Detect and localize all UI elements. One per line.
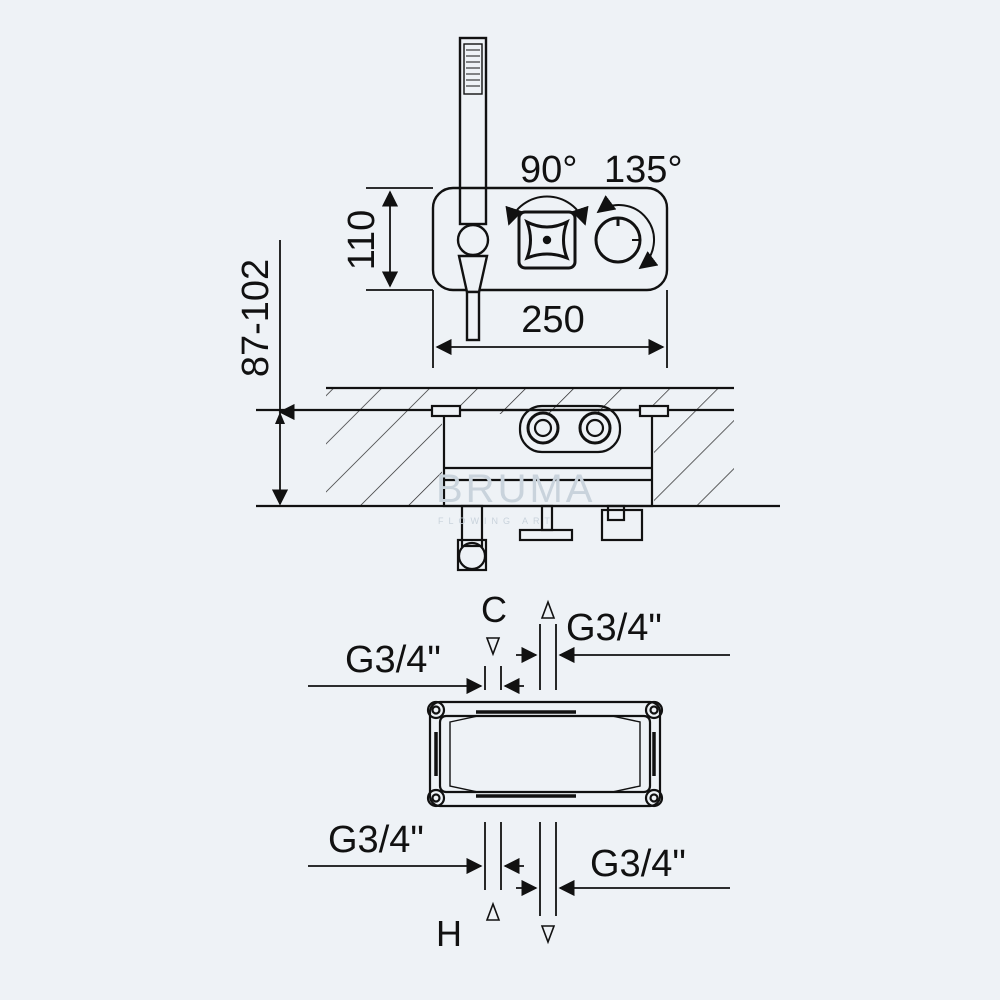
rotation-arc-135 bbox=[596, 195, 659, 270]
dimension-250 bbox=[432, 290, 668, 368]
angle-label-90: 90° bbox=[520, 149, 577, 191]
connection-label-bottom-left: G3/4" bbox=[328, 819, 424, 861]
mounting-frame bbox=[428, 700, 662, 808]
dimension-label-110: 110 bbox=[341, 210, 383, 271]
round-knob bbox=[594, 216, 642, 264]
dimension-110 bbox=[366, 187, 433, 291]
connection-label-top-left: G3/4" bbox=[345, 639, 441, 681]
top-connections bbox=[308, 599, 730, 695]
section-view: BRUMA FLOWING ART bbox=[256, 386, 780, 572]
front-view bbox=[431, 36, 669, 342]
cross-handle bbox=[517, 210, 577, 270]
watermark-brand: BRUMA bbox=[436, 467, 595, 511]
watermark-tagline: FLOWING ART bbox=[438, 516, 555, 526]
plan-view bbox=[426, 700, 664, 808]
rotation-arc-90 bbox=[505, 195, 589, 226]
dimension-87-102 bbox=[275, 240, 285, 506]
angle-label-135: 135° bbox=[604, 149, 683, 191]
dimension-label-250: 250 bbox=[521, 299, 584, 341]
wall-plate bbox=[431, 186, 669, 292]
hand-shower bbox=[456, 36, 490, 342]
connection-label-bottom-right: G3/4" bbox=[590, 843, 686, 885]
bottom-connections bbox=[308, 822, 730, 945]
cold-label: C bbox=[481, 589, 507, 630]
connection-label-top-right: G3/4" bbox=[566, 607, 662, 649]
hot-label: H bbox=[436, 913, 462, 954]
dimension-label-87-102: 87-102 bbox=[235, 259, 277, 377]
